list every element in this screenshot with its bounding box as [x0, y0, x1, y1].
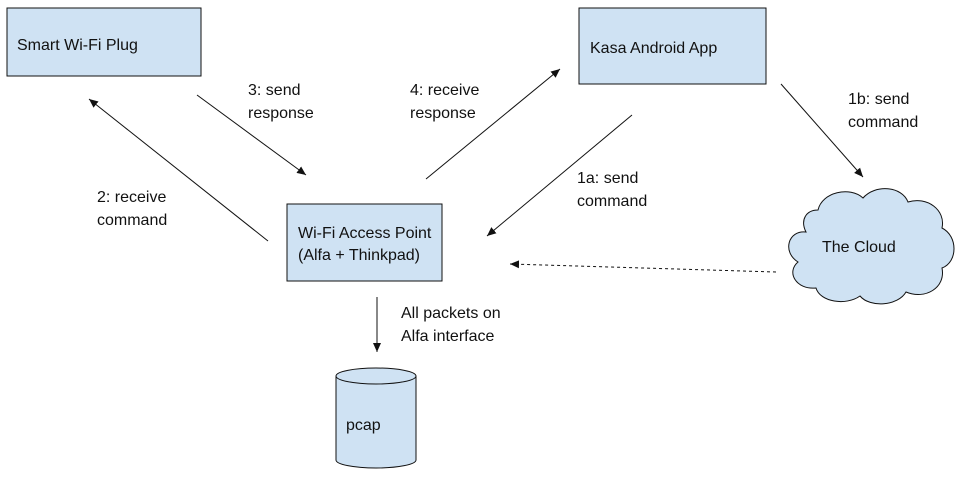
access-point-node: Wi-Fi Access Point (Alfa + Thinkpad): [286, 203, 443, 282]
label-step-4-line2: response: [410, 105, 476, 122]
label-step-1b-line2: command: [848, 114, 918, 131]
smart-plug-label: Smart Wi-Fi Plug: [17, 37, 138, 54]
pcap-cylinder-top: [335, 367, 417, 385]
label-step-1b-line1: 1b: send: [848, 91, 909, 108]
pcap-cylinder-body: [335, 376, 417, 469]
access-point-label-line2: (Alfa + Thinkpad): [298, 247, 420, 264]
label-capture-line1: All packets on: [401, 305, 501, 322]
label-step-3-line2: response: [248, 105, 314, 122]
kasa-app-label: Kasa Android App: [590, 40, 717, 57]
arrow-step-2: [88, 98, 269, 242]
access-point-label-line1: Wi-Fi Access Point: [298, 225, 432, 242]
kasa-app-node: Kasa Android App: [578, 7, 767, 85]
arrow-step-1b: [780, 83, 864, 178]
arrow-step-3: [196, 94, 307, 176]
label-step-4-line1: 4: receive: [410, 82, 479, 99]
arrow-cloud-to-ap: [509, 260, 777, 273]
pcap-node: pcap: [335, 367, 417, 469]
arrow-step-1a: [486, 114, 633, 237]
label-step-1a-line1: 1a: send: [577, 170, 638, 187]
label-step-2-line1: 2: receive: [97, 189, 166, 206]
label-step-1a-line2: command: [577, 193, 647, 210]
arrow-step-4: [425, 68, 561, 180]
label-step-3-line1: 3: send: [248, 82, 300, 99]
label-step-2-line2: command: [97, 212, 167, 229]
smart-plug-node: Smart Wi-Fi Plug: [6, 7, 202, 77]
cloud-label: The Cloud: [822, 239, 896, 256]
pcap-label: pcap: [346, 417, 381, 434]
cloud-node: The Cloud: [788, 188, 955, 305]
cloud-shape: [788, 188, 955, 305]
label-capture-line2: Alfa interface: [401, 328, 494, 345]
